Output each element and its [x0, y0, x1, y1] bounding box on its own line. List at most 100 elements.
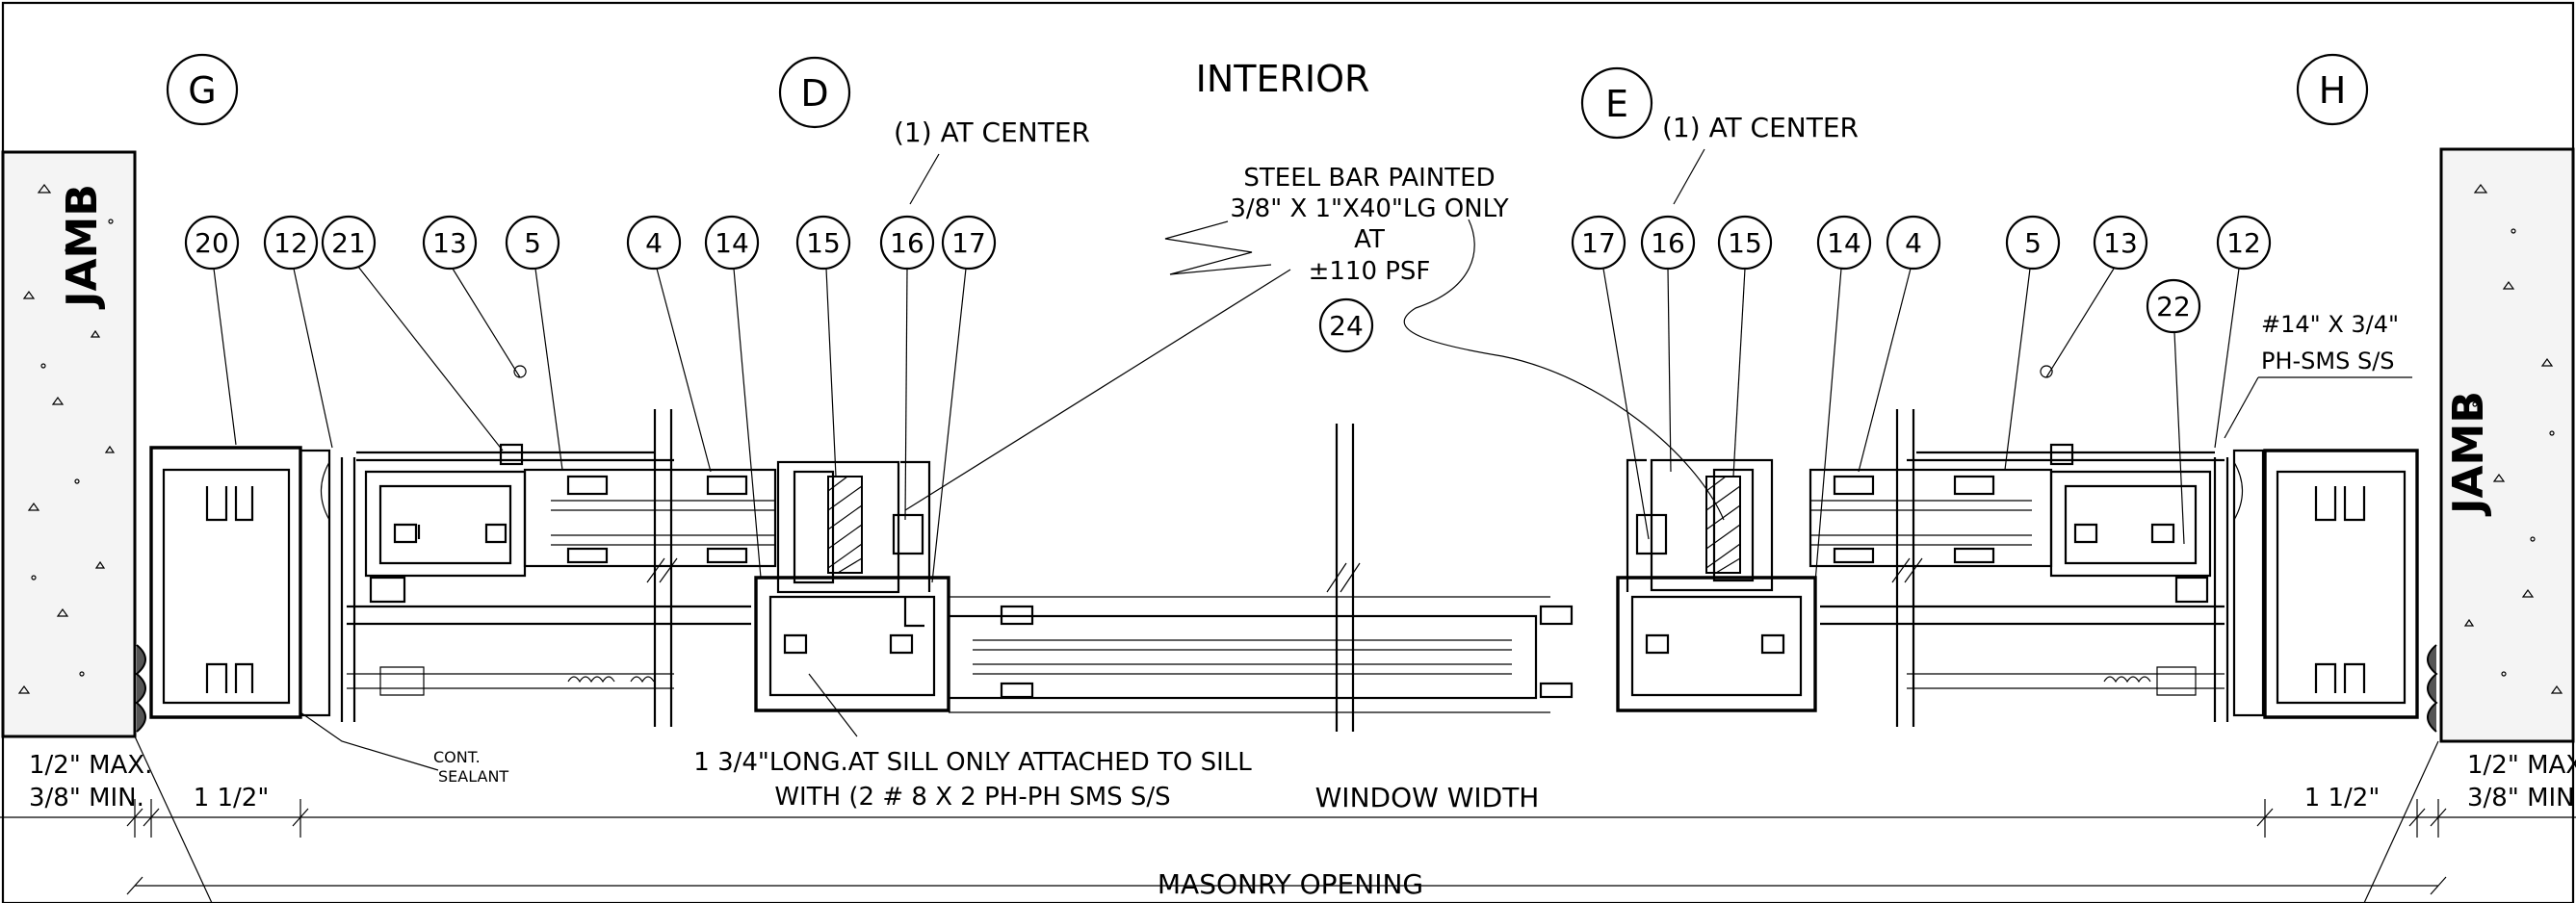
callout-16: 16 [879, 215, 935, 271]
sealant-bead-left [135, 644, 146, 733]
callout-15: 15 [795, 215, 851, 271]
dim-right-min: 3/8" MIN. [2467, 784, 2576, 813]
grid-bubble-d: D [778, 56, 851, 129]
steel-bar-right [1705, 476, 1741, 574]
callout-21-label: 21 [331, 227, 366, 259]
callout-12r-label: 12 [2226, 227, 2261, 259]
callout-15-label: 15 [806, 227, 841, 259]
jamb-label-right: JAMB [2444, 391, 2493, 517]
callout-14: 14 [704, 215, 760, 271]
dim-left-frame: 1 1/2" [194, 784, 270, 813]
grid-bubble-label: E [1605, 83, 1628, 125]
note-steel-bar-1: STEEL BAR PAINTED [1243, 164, 1495, 193]
dimension-lines [0, 735, 2576, 903]
sash-right [1808, 443, 2225, 696]
callout-row-left: 20 12 21 13 5 4 14 15 16 17 [184, 215, 997, 271]
callout-4r-label: 4 [1905, 227, 1922, 259]
concrete-stipple-right [2463, 184, 2563, 694]
concrete-stipple-left [17, 184, 116, 694]
jamb-label-left: JAMB [58, 184, 107, 310]
callout-15r-label: 15 [1728, 227, 1762, 259]
note-sill-1: 1 3/4"LONG.AT SILL ONLY ATTACHED TO SILL [693, 748, 1252, 777]
callout-17r-label: 17 [1581, 227, 1616, 259]
note-at-center-right: (1) AT CENTER [1662, 112, 1859, 143]
leaders-right [1602, 268, 2240, 583]
sealant-bead-right [2427, 644, 2438, 733]
leader-steel-bar-left [904, 269, 1291, 511]
jamb-frame-right [2213, 449, 2438, 733]
callout-24-label: 24 [1329, 310, 1364, 342]
callout-17-label: 17 [951, 227, 986, 259]
interlock-right [1616, 458, 1817, 712]
callout-17r: 17 [1571, 215, 1626, 271]
callout-24: 24 [1318, 297, 1374, 353]
leader-screw [2224, 376, 2259, 439]
callout-4-label: 4 [645, 227, 663, 259]
leader-at-center-right [1673, 148, 1705, 205]
grid-bubble-g: G [166, 53, 239, 126]
sash-left [347, 443, 777, 696]
rail-lines [653, 409, 1915, 732]
callout-12: 12 [263, 215, 319, 271]
callout-14r-label: 14 [1827, 227, 1861, 259]
dim-left-max: 1/2" MAX. [29, 751, 152, 780]
grid-bubble-e: E [1580, 66, 1653, 140]
interlock-left [754, 460, 950, 712]
callout-row-right: 17 16 15 14 4 5 13 12 22 [1571, 215, 2272, 334]
callout-12-label: 12 [273, 227, 308, 259]
callout-13r-label: 13 [2103, 227, 2138, 259]
note-at-center-left: (1) AT CENTER [894, 116, 1090, 148]
callout-16r-label: 16 [1651, 227, 1685, 259]
dim-right-frame: 1 1/2" [2304, 784, 2381, 813]
dim-right-max: 1/2" MAX. [2467, 751, 2576, 780]
leader-sill [808, 673, 858, 737]
callout-17: 17 [941, 215, 997, 271]
callout-16r: 16 [1640, 215, 1696, 271]
grid-bubble-label: H [2319, 69, 2347, 112]
callout-14-label: 14 [715, 227, 749, 259]
callout-13: 13 [422, 215, 478, 271]
leader-at-center-left [909, 153, 940, 205]
callout-21: 21 [321, 215, 377, 271]
callout-22r-label: 22 [2156, 291, 2191, 322]
callout-22r: 22 [2146, 278, 2201, 334]
callout-5-label: 5 [524, 227, 541, 259]
callout-15r: 15 [1717, 215, 1773, 271]
dim-left-min: 3/8" MIN. [29, 784, 144, 813]
callout-14r: 14 [1816, 215, 1872, 271]
callout-16-label: 16 [890, 227, 924, 259]
grid-bubble-h: H [2296, 53, 2369, 126]
center-glass-lite [947, 596, 1574, 713]
callout-5: 5 [505, 215, 560, 271]
note-cont-sealant-1: CONT. [433, 748, 481, 766]
callout-12r: 12 [2216, 215, 2272, 271]
note-sill-2: WITH (2 # 8 X 2 PH-PH SMS S/S [774, 783, 1170, 812]
note-steel-bar-3: AT [1354, 225, 1385, 254]
break-marks [646, 557, 1923, 593]
revision-zigzag [1164, 220, 1272, 275]
note-steel-bar-2: 3/8" X 1"X40"LG ONLY [1230, 194, 1508, 223]
note-screw-2: PH-SMS S/S [2261, 348, 2395, 374]
dim-masonry-opening: MASONRY OPENING [1158, 868, 1423, 900]
leader-steel-bar-right [1403, 219, 1725, 521]
callout-4r: 4 [1886, 215, 1941, 271]
callout-13r: 13 [2093, 215, 2148, 271]
callout-5r: 5 [2005, 215, 2061, 271]
section-label-interior: INTERIOR [1196, 58, 1370, 100]
callout-4: 4 [626, 215, 682, 271]
note-screw-1: #14" X 3/4" [2261, 311, 2399, 338]
jamb-frame-left [135, 446, 439, 771]
callout-20: 20 [184, 215, 240, 271]
note-steel-bar-4: ±110 PSF [1309, 257, 1431, 286]
jamb-left: JAMB [1, 150, 137, 738]
callout-13-label: 13 [432, 227, 467, 259]
callout-20-label: 20 [195, 227, 229, 259]
callout-5r-label: 5 [2024, 227, 2042, 259]
leaders-left [213, 266, 967, 583]
dim-window-width: WINDOW WIDTH [1315, 782, 1540, 813]
note-cont-sealant-2: SEALANT [438, 767, 508, 786]
jamb-right: JAMB [2439, 147, 2575, 743]
grid-bubble-label: D [800, 72, 828, 115]
grid-bubble-label: G [188, 69, 216, 112]
